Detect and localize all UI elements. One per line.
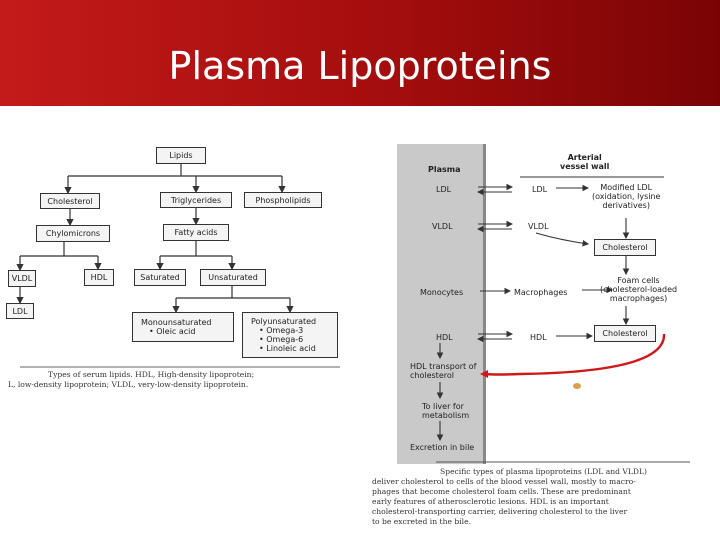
box-chylomicrons: Chylomicrons	[36, 225, 110, 242]
slide-header: Plasma Lipoproteins	[0, 0, 720, 106]
box-triglycerides: Triglycerides	[160, 192, 232, 208]
right-caption-line4: early features of atherosclerotic lesion…	[372, 497, 609, 506]
wall-ldl-label: LDL	[532, 185, 548, 194]
foam-cells-label: Foam cells (cholesterol-loaded macrophag…	[600, 276, 678, 303]
box-polyunsaturated: Polyunsaturated • Omega-3 • Omega-6 • Li…	[242, 312, 338, 358]
omega3-label: • Omega-3	[259, 326, 304, 335]
box-hdl: HDL	[84, 269, 114, 286]
to-liver-label: To liver for metabolism	[422, 402, 470, 420]
hdl-transport-label: HDL transport of cholesterol	[410, 362, 477, 380]
box-saturated: Saturated	[134, 269, 186, 286]
left-caption-line1: Types of serum lipids. HDL, High-density…	[48, 370, 255, 379]
linoleic-acid-label: • Linoleic acid	[259, 344, 316, 353]
arterial-wall-heading: Arterial vessel wall	[560, 153, 610, 171]
box-fatty-acids: Fatty acids	[163, 224, 229, 241]
plasma-ldl-label: LDL	[436, 185, 452, 194]
box-phospholipids: Phospholipids	[244, 192, 322, 208]
plasma-monocytes-label: Monocytes	[420, 288, 464, 297]
plasma-hdl-label: HDL	[436, 333, 453, 342]
plasma-column	[397, 144, 486, 464]
right-caption-line5: cholesterol-transporting carrier, delive…	[372, 507, 628, 516]
monounsaturated-label: Monounsaturated	[141, 318, 212, 327]
polyunsaturated-label: Polyunsaturated	[251, 317, 317, 326]
omega6-label: • Omega-6	[259, 335, 304, 344]
modified-ldl-label: Modified LDL (oxidation, lysine derivati…	[592, 183, 661, 210]
box-cholesterol-1: Cholesterol	[594, 239, 656, 256]
left-caption-line2: L, low-density lipoprotein; VLDL, very-l…	[8, 380, 249, 389]
box-ldl: LDL	[6, 303, 34, 319]
excretion-label: Excretion in bile	[410, 443, 475, 452]
right-caption-line2: deliver cholesterol to cells of the bloo…	[372, 477, 636, 486]
plasma-vldl-label: VLDL	[432, 222, 453, 231]
wall-vldl-label: VLDL	[528, 222, 549, 231]
right-caption-line6: to be excreted in the bile.	[372, 517, 471, 526]
box-cholesterol: Cholesterol	[40, 193, 100, 209]
box-lipids: Lipids	[156, 147, 206, 164]
plasma-heading: Plasma	[428, 165, 461, 174]
box-vldl: VLDL	[8, 270, 36, 287]
oleic-acid-label: • Oleic acid	[149, 327, 196, 336]
box-cholesterol-2: Cholesterol	[594, 325, 656, 342]
wall-hdl-label: HDL	[530, 333, 547, 342]
box-monounsaturated: Monounsaturated • Oleic acid	[132, 312, 234, 342]
macrophages-label: Macrophages	[514, 288, 568, 297]
scanned-figure-area	[0, 106, 720, 540]
right-caption-line1: Specific types of plasma lipoproteins (L…	[440, 467, 648, 476]
slide-title: Plasma Lipoproteins	[168, 44, 552, 88]
right-caption-line3: phages that become cholesterol foam cell…	[372, 487, 631, 496]
box-unsaturated: Unsaturated	[200, 269, 266, 286]
